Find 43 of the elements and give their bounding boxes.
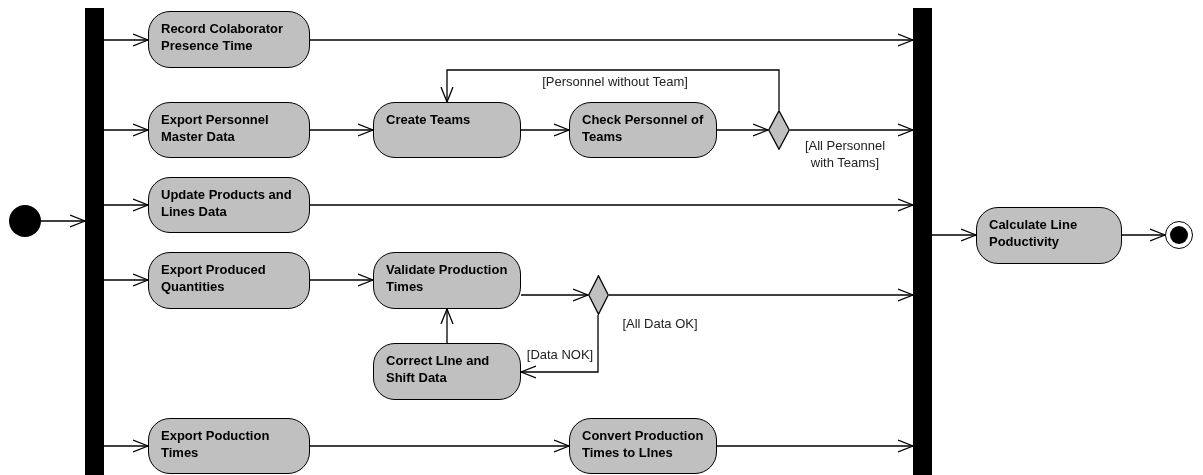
action-box: Create Teams: [373, 102, 521, 158]
action-box: Check Personnel of Teams: [569, 102, 717, 158]
arrow: [309, 273, 374, 287]
arrow: [103, 33, 149, 47]
action-box: Calculate Line Poductivity: [976, 207, 1122, 264]
arrow: [309, 198, 914, 212]
arrow: [309, 123, 374, 137]
arrow: [608, 288, 914, 302]
final-node: [1165, 221, 1193, 249]
action-box: Record Colaborator Presence Time: [148, 11, 310, 68]
arrow: [716, 439, 914, 453]
guard-label: [All Personnel with Teams]: [803, 137, 887, 171]
guard-label: [Personnel without Team]: [541, 73, 689, 90]
action-box: Validate Production Times: [373, 252, 521, 309]
arrow: [440, 308, 454, 344]
arrow: [931, 228, 977, 242]
arrow: [520, 314, 599, 379]
arrow: [789, 123, 914, 137]
action-box: Update Products and Lines Data: [148, 177, 310, 233]
decision-diamond: [588, 275, 609, 315]
fork-bar: [85, 8, 104, 475]
arrow: [103, 273, 149, 287]
guard-label: [All Data OK]: [621, 315, 699, 332]
fork-bar: [913, 8, 932, 475]
arrow: [520, 123, 570, 137]
arrow: [309, 33, 914, 47]
action-box: Export Poduction Times: [148, 418, 310, 474]
initial-node: [9, 205, 41, 237]
guard-label: [Data NOK]: [525, 346, 595, 363]
arrow: [103, 123, 149, 137]
action-box: Correct LIne and Shift Data: [373, 343, 521, 400]
action-box: Export Produced Quantities: [148, 252, 310, 309]
arrow: [40, 214, 86, 228]
decision-diamond: [768, 110, 790, 150]
arrow: [103, 439, 149, 453]
arrow: [1121, 228, 1166, 242]
arrow: [309, 439, 570, 453]
action-box: Convert Production Times to LInes: [569, 418, 717, 474]
arrow: [520, 288, 589, 302]
action-box: Export Personnel Master Data: [148, 102, 310, 158]
arrow: [716, 123, 769, 137]
arrow: [103, 198, 149, 212]
arrow: [440, 69, 780, 111]
